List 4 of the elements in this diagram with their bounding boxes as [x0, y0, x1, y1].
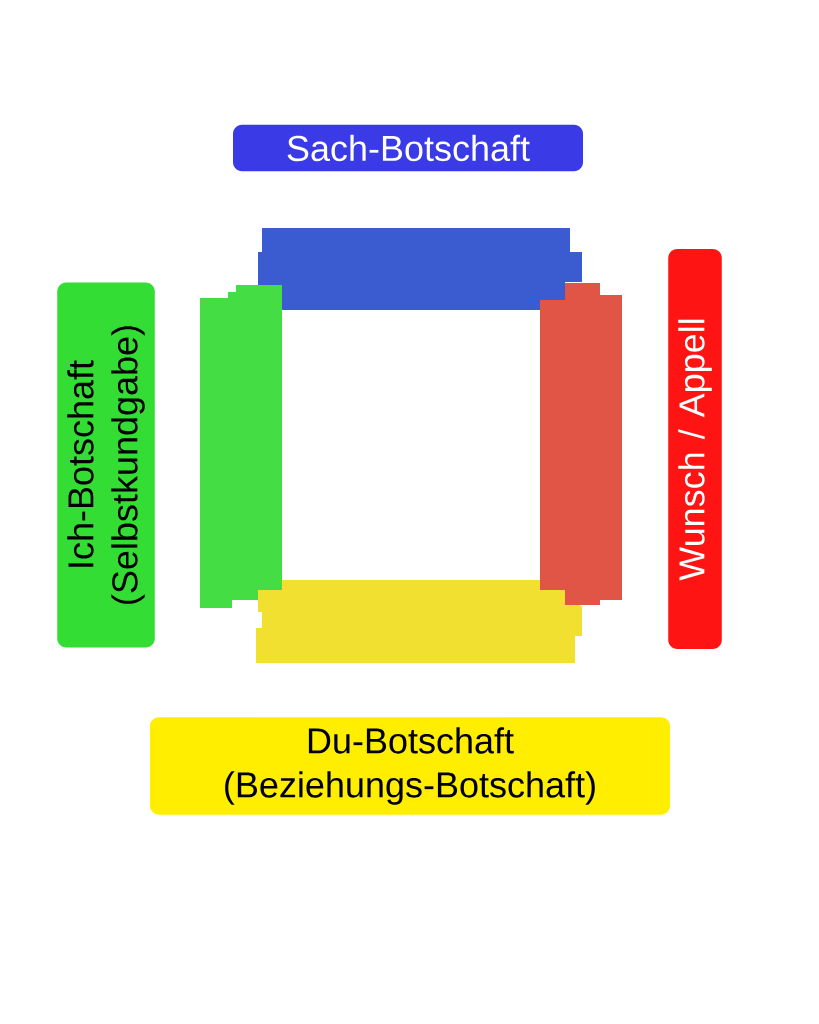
label-box: Sach-Botschaft	[233, 124, 583, 172]
label-box: Ich-Botschaft (Selbstkundgabe)	[57, 282, 155, 648]
label-box: Du-Botschaft (Beziehungs-Botschaft)	[150, 717, 670, 815]
label-box: Wunsch / Appell	[668, 249, 722, 649]
